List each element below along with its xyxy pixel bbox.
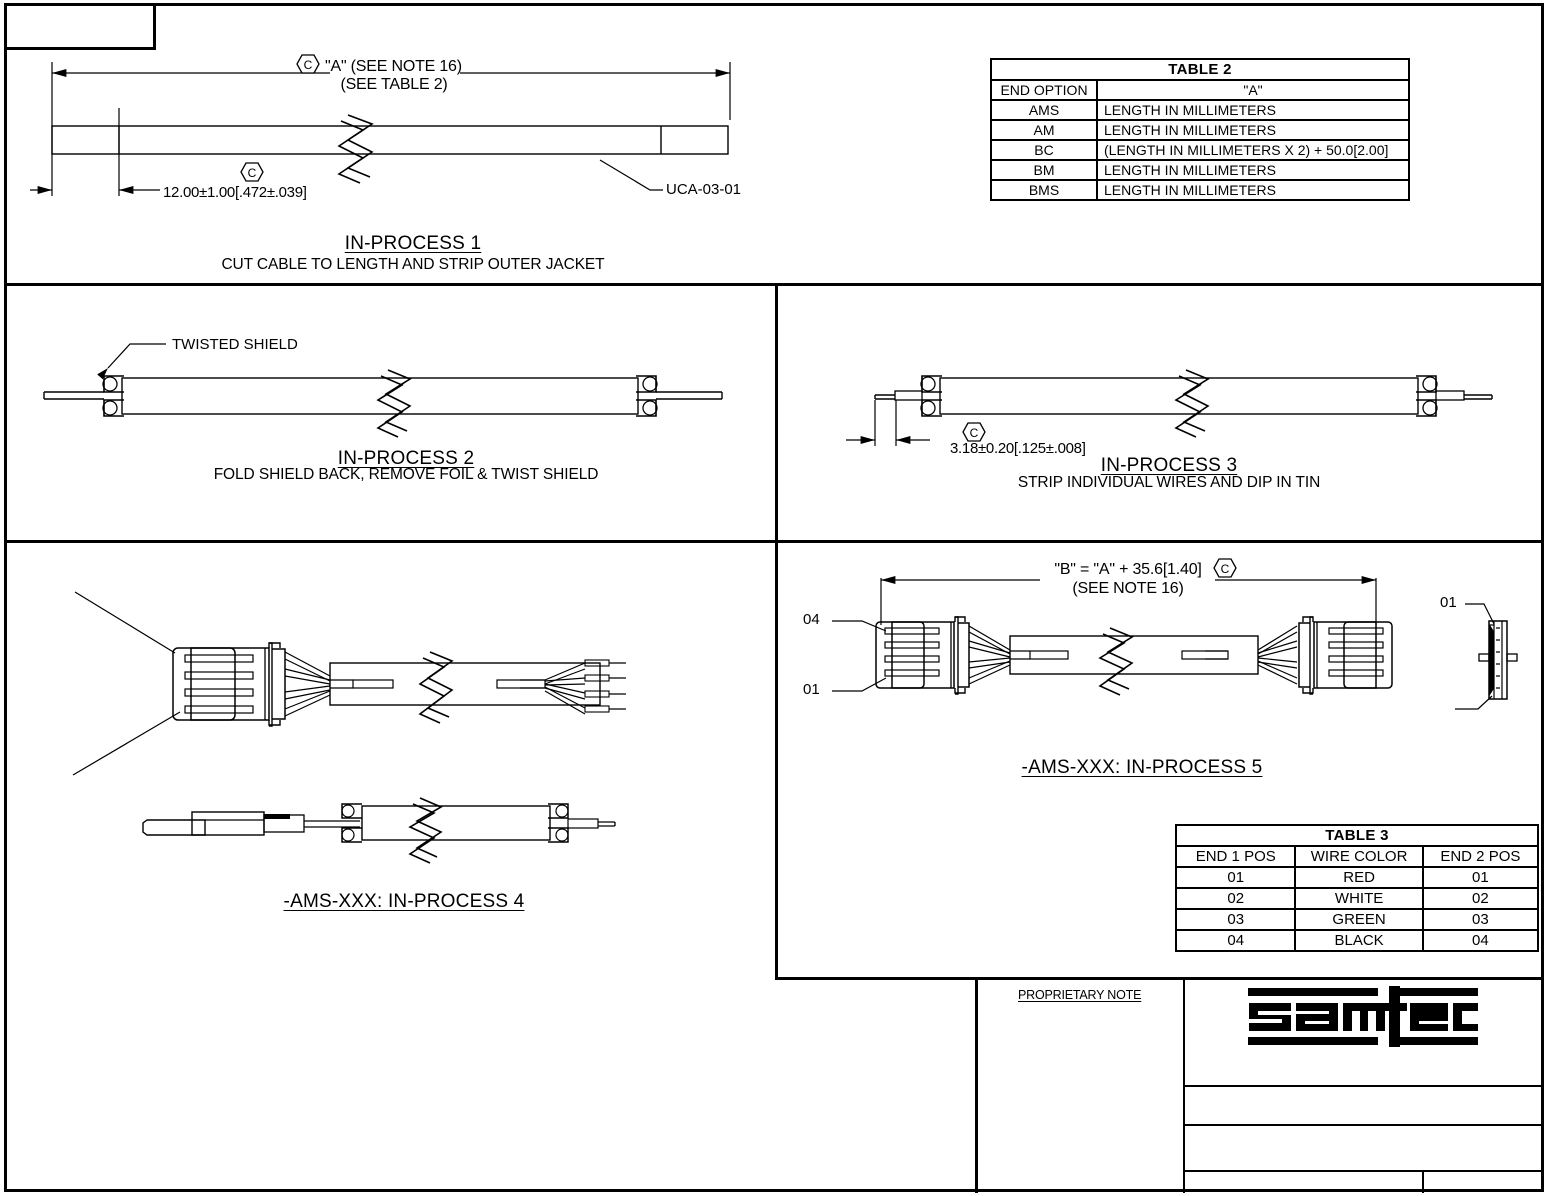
table-2-cell-option: AMS	[990, 99, 1098, 121]
table-3-cell-color: WHITE	[1294, 887, 1424, 910]
sheet-corner-box	[4, 3, 156, 50]
title-block-rule-b	[1183, 1124, 1544, 1126]
table-3-cell-end1: 04	[1174, 929, 1297, 952]
dim-b-label: "B" = "A" + 35.6[1.40]	[1054, 561, 1202, 578]
table-row: BMS LENGTH IN MILLIMETERS	[990, 179, 1410, 201]
table-2-body: AMS LENGTH IN MILLIMETERS AM LENGTH IN M…	[990, 99, 1410, 201]
table-2-cell-a: LENGTH IN MILLIMETERS	[1096, 119, 1410, 141]
dim-a-label: "A" (SEE NOTE 16)	[325, 58, 462, 75]
table-2-cell-option: AM	[990, 119, 1098, 141]
flag-symbol-c-p1: C	[296, 54, 320, 74]
title-block-top-rule	[775, 977, 1544, 980]
table-3-header-end2: END 2 POS	[1421, 845, 1540, 868]
table-3-cell-end2: 03	[1421, 908, 1540, 931]
step-subtitle-1: CUT CABLE TO LENGTH AND STRIP OUTER JACK…	[221, 256, 605, 273]
table-2-cell-option: BMS	[990, 179, 1098, 201]
table-2-cell-a: LENGTH IN MILLIMETERS	[1096, 159, 1410, 181]
table-3-cell-end1: 01	[1174, 866, 1297, 889]
svg-text:C: C	[304, 58, 313, 72]
table-3-header-color: WIRE COLOR	[1294, 845, 1424, 868]
panel-divider-col	[775, 283, 778, 977]
table-row: BC (LENGTH IN MILLIMETERS X 2) + 50.0[2.…	[990, 139, 1410, 161]
table-row: AM LENGTH IN MILLIMETERS	[990, 119, 1410, 141]
svg-text:C: C	[970, 426, 979, 440]
step-subtitle-3: STRIP INDIVIDUAL WIRES AND DIP IN TIN	[1017, 474, 1321, 491]
table-2-cell-a: LENGTH IN MILLIMETERS	[1096, 99, 1410, 121]
flag-symbol-c-p3: C	[962, 422, 986, 442]
table-2-cell-a: LENGTH IN MILLIMETERS	[1096, 179, 1410, 201]
dim-b-sublabel: (SEE NOTE 16)	[1072, 580, 1184, 597]
table-row: 01 RED 01	[1174, 866, 1540, 889]
table-2-cell-a: (LENGTH IN MILLIMETERS X 2) + 50.0[2.00]	[1096, 139, 1410, 161]
table-3-cell-color: GREEN	[1294, 908, 1424, 931]
table-row: 03 GREEN 03	[1174, 908, 1540, 931]
step-title-3: IN-PROCESS 3	[1100, 455, 1238, 476]
panel-divider-row1	[4, 283, 1544, 286]
table-3-title: TABLE 3	[1175, 824, 1539, 847]
wire-strip-dimension: 3.18±0.20[.125±.008]	[950, 440, 1086, 457]
title-block-rule-c	[1183, 1170, 1544, 1172]
table-row: AMS LENGTH IN MILLIMETERS	[990, 99, 1410, 121]
table-row: 02 WHITE 02	[1174, 887, 1540, 910]
table-3-cell-end1: 03	[1174, 908, 1297, 931]
table-3-body: 01 RED 01 02 WHITE 02 03 GREEN 03 04 BLA…	[1174, 866, 1540, 952]
svg-text:C: C	[248, 166, 257, 180]
strip-length-dimension: 12.00±1.00[.472±.039]	[163, 184, 307, 201]
table-3-cell-end2: 02	[1421, 887, 1540, 910]
table-3-cell-color: RED	[1294, 866, 1424, 889]
step-title-2: IN-PROCESS 2	[337, 448, 475, 469]
proprietary-note-label: PROPRIETARY NOTE	[1018, 988, 1142, 1002]
title-block-rule-a	[1183, 1085, 1544, 1087]
endview-position-callout: 01	[1440, 594, 1457, 611]
table-row: 04 BLACK 04	[1174, 929, 1540, 952]
twisted-shield-callout: TWISTED SHIELD	[172, 336, 298, 353]
table-3: TABLE 3 END 1 POS WIRE COLOR END 2 POS 0…	[1174, 824, 1540, 952]
table-2-header-a: "A"	[1096, 79, 1410, 101]
table-3-cell-end1: 02	[1174, 887, 1297, 910]
svg-text:C: C	[1221, 562, 1230, 576]
step-title-4: -AMS-XXX: IN-PROCESS 4	[283, 891, 525, 912]
table-2-cell-option: BM	[990, 159, 1098, 181]
table-3-header-end1: END 1 POS	[1174, 845, 1297, 868]
dim-a-sublabel: (SEE TABLE 2)	[340, 76, 448, 93]
table-row: BM LENGTH IN MILLIMETERS	[990, 159, 1410, 181]
title-block-left-rule	[975, 977, 978, 1193]
flag-symbol-c-p5: C	[1213, 558, 1237, 578]
title-block-rule-d	[1422, 1170, 1424, 1193]
table-2-header-end-option: END OPTION	[990, 79, 1098, 101]
samtec-logo	[1243, 986, 1483, 1048]
table-3-cell-end2: 04	[1421, 929, 1540, 952]
table-3-cell-color: BLACK	[1294, 929, 1424, 952]
step-title-5: -AMS-XXX: IN-PROCESS 5	[1021, 757, 1263, 778]
part-number-callout: UCA-03-01	[666, 181, 742, 198]
table-2-cell-option: BC	[990, 139, 1098, 161]
step-title-1: IN-PROCESS 1	[344, 233, 482, 254]
table-3-cell-end2: 01	[1421, 866, 1540, 889]
position-callout-04: 04	[803, 611, 820, 628]
table-2: TABLE 2 END OPTION "A" AMS LENGTH IN MIL…	[990, 58, 1410, 201]
table-2-title: TABLE 2	[990, 58, 1410, 81]
step-subtitle-2: FOLD SHIELD BACK, REMOVE FOIL & TWIST SH…	[213, 466, 599, 483]
position-callout-01: 01	[803, 681, 820, 698]
flag-symbol-c-p1-strip: C	[240, 162, 264, 182]
panel-divider-row2	[4, 540, 1544, 543]
